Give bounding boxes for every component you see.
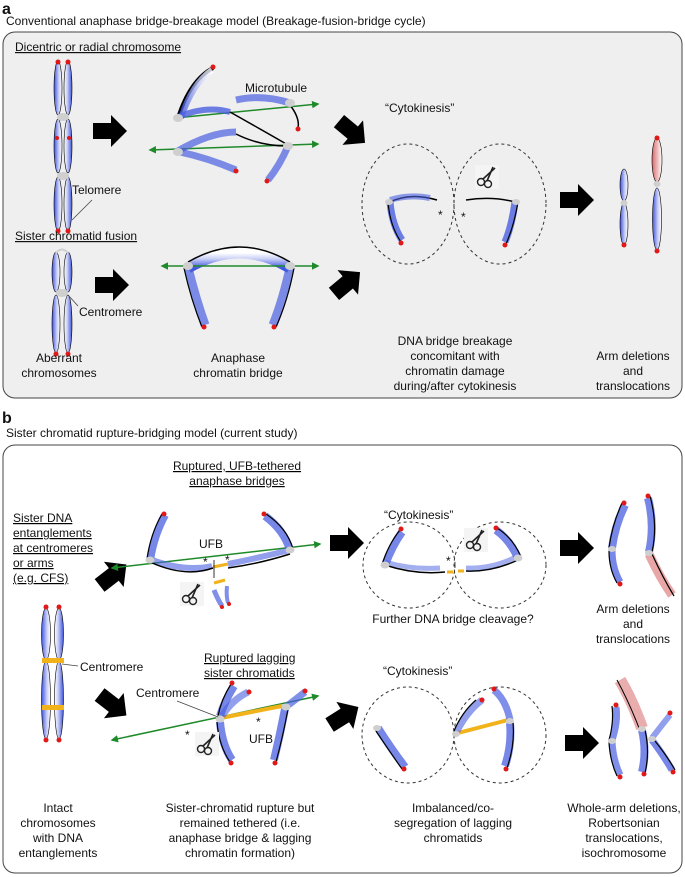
- scissors-icon-b2: [463, 527, 489, 553]
- dicentric-anaphase: [148, 64, 320, 184]
- ruptured-bridges-heading-1: Ruptured, UFB-tethered: [173, 459, 301, 473]
- sister-fused-chromosome: [51, 248, 73, 357]
- asterisk-a2: *: [461, 210, 466, 224]
- sister-fusion-heading: Sister chromatid fusion: [15, 229, 137, 243]
- centromere-leader-b1: [61, 663, 79, 667]
- caption-bridge-1: Anaphase: [211, 351, 265, 365]
- entanglement-heading-3: at centromeres: [13, 541, 93, 555]
- caption-breakage-4: during/after cytokinesis: [394, 379, 517, 393]
- scissors-icon: [474, 164, 500, 190]
- caption-intact-3: with DNA: [32, 831, 83, 845]
- asterisk-a1: *: [438, 208, 443, 222]
- lagging-chromatids: [110, 680, 320, 766]
- anaphase-bridge: [160, 246, 320, 330]
- dicentric-heading: Dicentric or radial chromosome: [15, 40, 181, 54]
- caption-rupture-4: chromatin formation): [185, 846, 295, 860]
- ufb-label-top: UFB: [199, 537, 223, 551]
- entanglement-heading-2: entanglements: [13, 526, 92, 540]
- telomere-label: Telomere: [72, 183, 122, 197]
- caption-bridge-2: chromatin bridge: [193, 366, 283, 380]
- result-chromosomes-a: [619, 135, 663, 254]
- caption-result-b-2: Robertsonian: [588, 816, 659, 830]
- cytokinesis-label-a: “Cytokinesis”: [385, 101, 454, 115]
- microtubule-label: Microtubule: [245, 81, 307, 95]
- ruptured-bridges-heading-2: anaphase bridges: [189, 474, 284, 488]
- dicentric-chromosome: [53, 59, 73, 234]
- asterisk-b3: *: [446, 554, 451, 568]
- caption-rupture-1: Sister-chromatid rupture but: [166, 801, 315, 815]
- centromere-leader-b2: [176, 700, 219, 718]
- scissors-icon-b3: [194, 731, 220, 757]
- cytokinesis-cells-b-bottom: [361, 686, 547, 784]
- centromere-label-b2: Centromere: [136, 686, 200, 700]
- entanglement-heading-5: (e.g. CFS): [13, 571, 68, 585]
- caption-result-b-4: isochromosome: [582, 846, 667, 860]
- top-result-3: translocations: [596, 632, 670, 646]
- centromere-label-a: Centromere: [79, 305, 143, 319]
- telomere-leader: [71, 199, 93, 221]
- caption-aberrant-2: chromosomes: [21, 366, 96, 380]
- lagging-heading-2: sister chromatids: [204, 666, 295, 680]
- entanglement-heading-1: Sister DNA: [13, 511, 72, 525]
- cytokinesis-cells-b-top: [362, 521, 547, 609]
- ufb-label-bottom: UFB: [249, 732, 273, 746]
- cytokinesis-cells-a: [361, 143, 547, 265]
- result-chromosomes-b-top: [608, 493, 676, 598]
- caption-imbalanced-1: Imbalanced/co-: [412, 801, 494, 815]
- centromere-leader-a: [67, 294, 79, 307]
- asterisk-b2: *: [225, 553, 230, 567]
- panel-a-letter: a: [2, 1, 11, 18]
- caption-result-a-1: Arm deletions: [596, 349, 669, 363]
- result-chromosomes-b-bottom: [608, 676, 676, 780]
- asterisk-b4: *: [185, 728, 190, 742]
- cytokinesis-label-b2: “Cytokinesis”: [383, 664, 452, 678]
- caption-breakage-2: concomitant with: [410, 349, 499, 363]
- entanglement-heading-4: or arms: [13, 556, 54, 570]
- caption-result-b-3: translocations,: [585, 831, 662, 845]
- further-cleavage-label: Further DNA bridge cleavage?: [372, 612, 534, 626]
- asterisk-b5: *: [256, 715, 261, 729]
- caption-intact-2: chromosomes: [20, 816, 95, 830]
- caption-intact-4: entanglements: [19, 846, 98, 860]
- caption-result-b-1: Whole-arm deletions,: [567, 801, 680, 815]
- lagging-heading-1: Ruptured lagging: [204, 651, 295, 665]
- intact-chromosome: [41, 604, 64, 743]
- cytokinesis-label-b1: “Cytokinesis”: [384, 508, 453, 522]
- scissors-icon-b1: [179, 581, 205, 607]
- caption-rupture-2: remained tethered (i.e.: [180, 816, 301, 830]
- caption-aberrant-1: Aberrant: [36, 351, 83, 365]
- panel-b-title: Sister chromatid rupture-bridging model …: [6, 426, 297, 440]
- top-result-2: and: [623, 617, 643, 631]
- asterisk-b1: *: [203, 555, 208, 569]
- caption-breakage-3: chromatin damage: [405, 364, 505, 378]
- panel-a-box: [2, 31, 683, 399]
- panel-a-title: Conventional anaphase bridge-breakage mo…: [6, 14, 426, 28]
- caption-rupture-3: anaphase bridge & lagging: [169, 831, 312, 845]
- centromere-label-b1: Centromere: [80, 660, 144, 674]
- ufb-tethered-bridge: [110, 511, 322, 609]
- caption-imbalanced-2: segregation of lagging: [394, 816, 512, 830]
- panel-b-letter: b: [2, 410, 12, 427]
- caption-breakage-1: DNA bridge breakage: [398, 334, 513, 348]
- caption-imbalanced-3: chromatids: [424, 831, 483, 845]
- caption-result-a-3: translocations: [596, 379, 670, 393]
- caption-intact-1: Intact: [43, 801, 73, 815]
- caption-result-a-2: and: [623, 364, 643, 378]
- top-result-1: Arm deletions: [596, 602, 669, 616]
